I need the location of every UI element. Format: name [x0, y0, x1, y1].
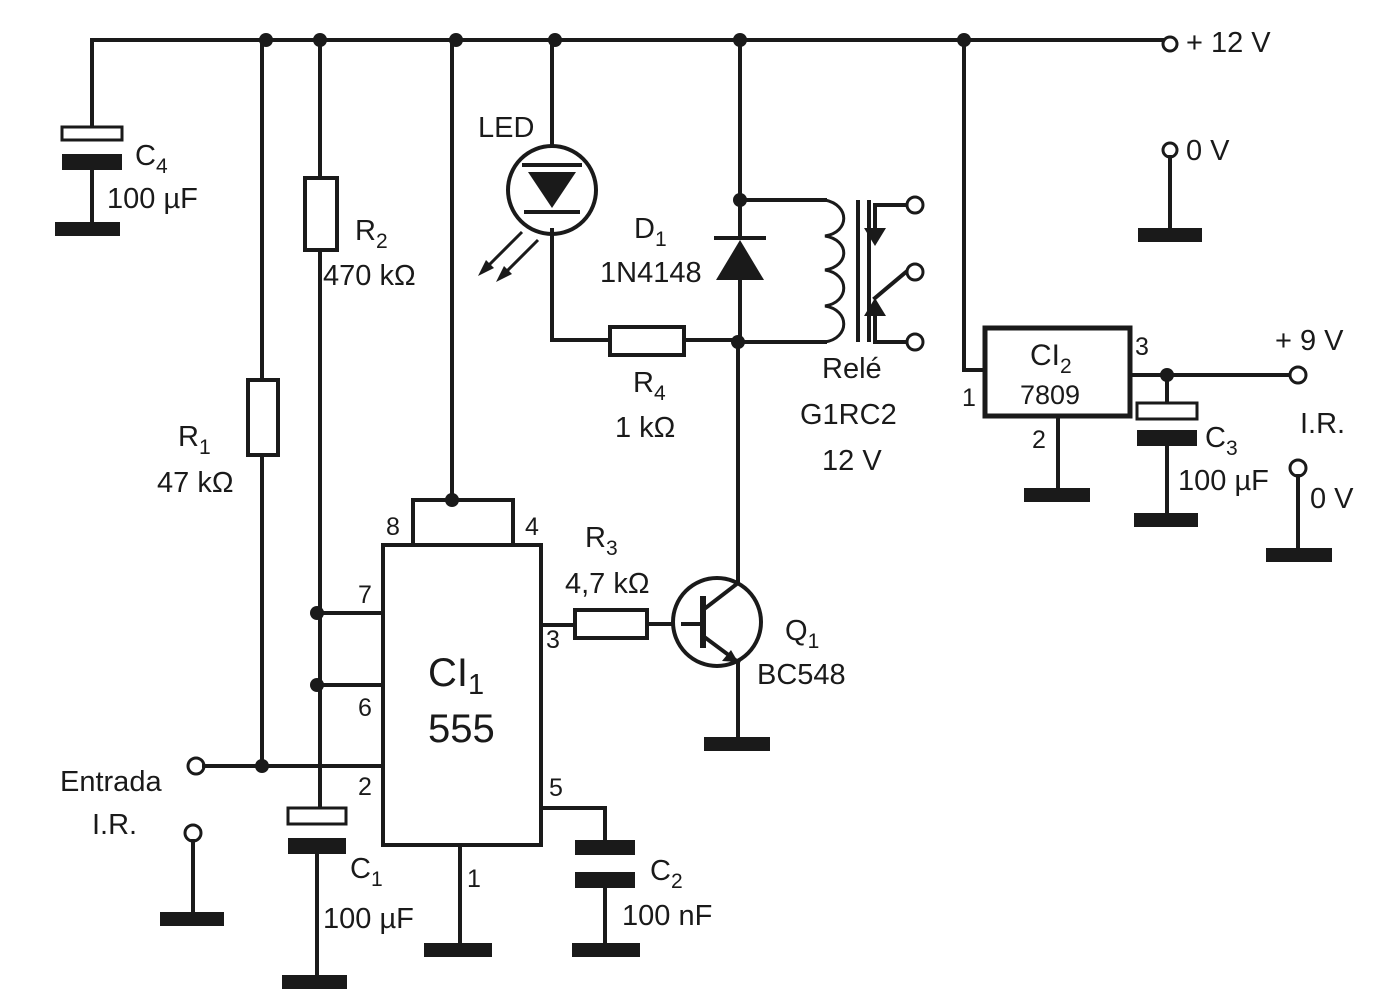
- ci1-pin-2: 2: [358, 773, 372, 801]
- ci2-pin-1: 1: [962, 384, 976, 412]
- diode-d1: D1 1N4148: [600, 38, 766, 342]
- transistor-q1: Q1 BC548: [671, 338, 846, 751]
- r2-value: 470 kΩ: [323, 260, 416, 292]
- ground-c3: [1134, 513, 1198, 527]
- resistor-r1: R1 47 kΩ: [157, 38, 280, 768]
- input-label-2: I.R.: [92, 809, 137, 841]
- r1-value: 47 kΩ: [157, 467, 234, 499]
- q1-value: BC548: [757, 659, 846, 691]
- r3-name: R3: [585, 522, 618, 560]
- resistor-r3: R3 4,7 kΩ: [565, 522, 685, 640]
- terminal-input: [186, 756, 206, 776]
- ci1-value: 555: [428, 707, 495, 751]
- r4-name: R4: [633, 367, 666, 405]
- capacitor-c3: C3 100 µF: [1134, 373, 1269, 527]
- input-label-1: Entrada: [60, 766, 162, 798]
- ground-right: [1266, 548, 1332, 562]
- capacitor-c4: C4 100 µF: [55, 125, 198, 236]
- r4-value: 1 kΩ: [615, 412, 675, 444]
- label-ir-out: I.R.: [1300, 408, 1345, 440]
- capacitor-c2: C2 100 nF: [572, 840, 712, 957]
- c2-name: C2: [650, 855, 683, 893]
- terminal-9v: [1288, 365, 1308, 385]
- resistor-r4: R4 1 kΩ: [608, 325, 740, 444]
- ci1-pin-3: 3: [546, 626, 560, 654]
- led: LED: [478, 38, 612, 342]
- relay-terminal-no: [905, 195, 925, 215]
- relay-model: G1RC2: [800, 399, 897, 431]
- d1-value: 1N4148: [600, 257, 702, 289]
- d1-name: D1: [634, 213, 667, 251]
- label-12v: + 12 V: [1186, 27, 1271, 59]
- c3-name: C3: [1205, 422, 1238, 460]
- ci1-pin-6: 6: [358, 694, 372, 722]
- terminal-0v-right: [1288, 458, 1308, 478]
- ci1-pin-7: 7: [358, 581, 372, 609]
- ci2-name: CI2: [1030, 339, 1072, 378]
- label-0v-right: 0 V: [1310, 483, 1354, 515]
- ic-555: 8 4 7 6 3 2 5 1 CI1 555: [315, 38, 607, 957]
- ci2-pin-3: 3: [1135, 333, 1149, 361]
- ground-c4: [55, 222, 120, 236]
- c4-value: 100 µF: [107, 183, 198, 215]
- led-label: LED: [478, 112, 534, 144]
- ci1-pin-5: 5: [549, 774, 563, 802]
- relay-terminal-com: [905, 332, 925, 352]
- ground-ci1: [424, 943, 492, 957]
- ground-input: [160, 912, 224, 926]
- ground-ci2: [1024, 488, 1090, 502]
- c4-name: C4: [135, 140, 168, 178]
- r1-name: R1: [178, 421, 211, 459]
- terminal-input-gnd: [183, 823, 203, 843]
- ground-c2: [572, 943, 640, 957]
- ci2-pin-2: 2: [1032, 426, 1046, 454]
- terminal-0v-top: 0 V: [1138, 135, 1230, 242]
- c1-name: C1: [350, 853, 383, 891]
- output-9v: + 9 V I.R. 0 V: [1266, 325, 1354, 562]
- c3-value: 100 µF: [1178, 465, 1269, 497]
- input-ir: Entrada I.R.: [60, 756, 385, 926]
- label-0v-top: 0 V: [1186, 135, 1230, 167]
- label-9v: + 9 V: [1275, 325, 1344, 357]
- resistor-r2: R2 470 kΩ: [303, 38, 416, 810]
- relay: Relé G1RC2 12 V: [738, 195, 925, 477]
- ground-q1: [704, 737, 770, 751]
- ground-top: [1138, 228, 1202, 242]
- relay-terminal-nc: [905, 262, 925, 282]
- regulator-7809: CI2 7809 1 2 3: [962, 38, 1292, 502]
- ci1-pin-4: 4: [525, 513, 539, 541]
- capacitor-c1: C1 100 µF: [282, 806, 414, 989]
- r3-value: 4,7 kΩ: [565, 568, 650, 600]
- c1-value: 100 µF: [323, 903, 414, 935]
- ci1-name: CI1: [428, 651, 484, 701]
- terminal-12v: [1161, 35, 1179, 53]
- ci1-pin-8: 8: [386, 513, 400, 541]
- q1-name: Q1: [785, 615, 819, 653]
- relay-name: Relé: [822, 353, 882, 385]
- ci2-value: 7809: [1020, 380, 1080, 410]
- relay-voltage: 12 V: [822, 445, 882, 477]
- r2-name: R2: [355, 215, 388, 253]
- ci1-pin-1: 1: [467, 865, 481, 893]
- ground-c1: [282, 975, 347, 989]
- c2-value: 100 nF: [622, 900, 712, 932]
